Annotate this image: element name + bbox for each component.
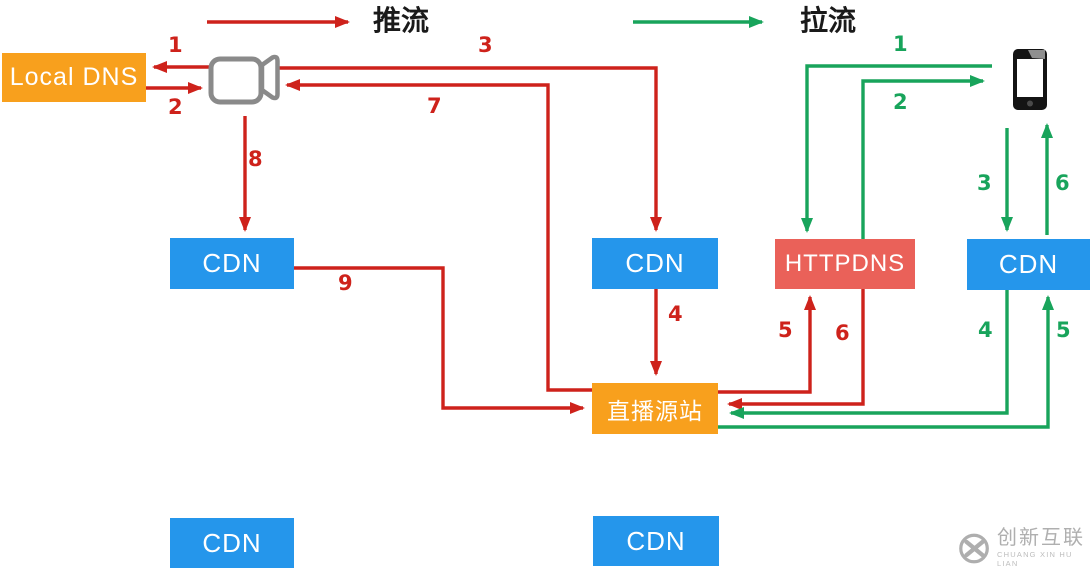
watermark-title: 创新互联 <box>997 527 1086 549</box>
push-line-3-camera-to-cdn <box>278 66 662 232</box>
push-step-3: 3 <box>478 33 493 57</box>
node-httpdns: HTTPDNS <box>775 239 915 289</box>
push-step-6: 6 <box>835 321 850 345</box>
camcorder-icon <box>208 54 280 105</box>
pull-step-1: 1 <box>893 32 908 56</box>
pull-step-6: 6 <box>1055 171 1070 195</box>
pull-step-2: 2 <box>893 90 908 114</box>
pull-line-2-httpdns-to-phone <box>861 75 985 239</box>
watermark-subtitle: CHUANG XIN HU LIAN <box>997 550 1073 568</box>
push-legend-label: 推流 <box>373 5 430 36</box>
smartphone-icon <box>1013 49 1047 110</box>
pull-step-5: 5 <box>1056 318 1071 342</box>
push-step-5: 5 <box>778 318 793 342</box>
pull-line-4-cdn-to-origin <box>729 290 1009 419</box>
node-cdn-left-bottom: CDN <box>170 518 294 568</box>
pull-legend-label: 拉流 <box>800 5 857 36</box>
node-cdn-left-top: CDN <box>170 238 294 289</box>
node-live-origin: 直播源站 <box>592 383 718 434</box>
watermark-text: 创新互联 CHUANG XIN HU LIAN <box>997 527 1092 569</box>
pull-line-5-origin-to-cdn <box>718 295 1054 429</box>
push-step-7: 7 <box>427 94 442 118</box>
push-step-2: 2 <box>168 95 183 119</box>
node-cdn-right-top: CDN <box>967 239 1090 290</box>
pull-step-3: 3 <box>977 171 992 195</box>
node-cdn-mid-top: CDN <box>592 238 718 289</box>
push-step-8: 8 <box>248 147 263 171</box>
watermark: 创新互联 CHUANG XIN HU LIAN <box>957 528 1092 568</box>
push-line-5-origin-to-httpdns <box>718 295 816 394</box>
push-line-9-cdn-to-origin <box>294 266 585 414</box>
pull-line-1-phone-to-httpdns <box>801 64 992 233</box>
node-local-dns: Local DNS <box>2 53 146 102</box>
node-cdn-mid-bottom: CDN <box>593 516 719 566</box>
push-step-1: 1 <box>168 33 183 57</box>
push-step-9: 9 <box>338 271 353 295</box>
push-step-4: 4 <box>668 302 683 326</box>
push-line-7-origin-to-camera <box>285 79 592 392</box>
pull-step-4: 4 <box>978 318 993 342</box>
watermark-logo-icon <box>959 533 989 563</box>
push-line-6-httpdns-to-origin <box>727 289 865 410</box>
